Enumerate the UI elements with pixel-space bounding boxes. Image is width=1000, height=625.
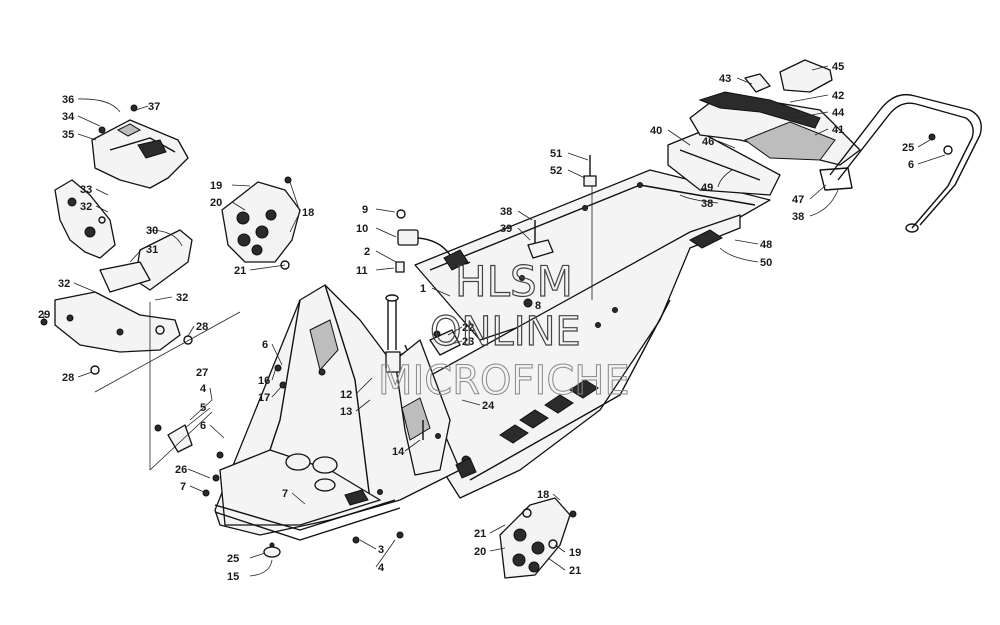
callout-38: 38 (792, 211, 804, 223)
callout-6: 6 (908, 159, 914, 171)
grab-handle-bar (819, 93, 982, 233)
callout-48: 48 (760, 239, 772, 251)
callout-18: 18 (537, 489, 549, 501)
console-cover (91, 104, 189, 189)
callout-16: 16 (258, 375, 270, 387)
callout-49: 49 (701, 182, 713, 194)
callout-1: 1 (420, 283, 426, 295)
callout-7: 7 (180, 481, 186, 493)
watermark: HLSM ONLINE MICROFICHE (378, 256, 631, 404)
callout-31: 31 (146, 244, 158, 256)
callout-18: 18 (302, 207, 314, 219)
callout-22: 22 (462, 322, 474, 334)
callout-35: 35 (62, 129, 74, 141)
callout-5: 5 (200, 402, 206, 414)
callout-10: 10 (356, 223, 368, 235)
side-plate-lower (499, 497, 577, 579)
callout-32: 32 (176, 292, 188, 304)
callout-19: 19 (569, 547, 581, 559)
callout-32: 32 (80, 201, 92, 213)
callout-2: 2 (364, 246, 370, 258)
watermark-line-3: MICROFICHE (378, 358, 630, 404)
callout-20: 20 (210, 197, 222, 209)
callout-9: 9 (362, 204, 368, 216)
callout-28: 28 (62, 372, 74, 384)
callout-7: 7 (282, 488, 288, 500)
callout-47: 47 (792, 194, 804, 206)
callout-34: 34 (62, 111, 75, 123)
callout-25: 25 (902, 142, 914, 154)
callout-12: 12 (340, 389, 352, 401)
callout-37: 37 (148, 101, 160, 113)
callout-41: 41 (832, 124, 844, 136)
callout-29: 29 (38, 309, 50, 321)
callout-50: 50 (760, 257, 772, 269)
callout-17: 17 (258, 392, 270, 404)
callout-38: 38 (500, 206, 512, 218)
callout-21: 21 (234, 265, 246, 277)
mounting-plate (40, 291, 193, 375)
steering-bracket (54, 179, 193, 293)
watermark-line-2: ONLINE (430, 309, 581, 355)
callout-4: 4 (200, 383, 207, 395)
callout-labels: 36 37 34 35 33 32 30 31 32 32 29 28 28 2… (38, 61, 914, 583)
side-plate-upper (221, 176, 301, 270)
front-hardware (154, 364, 424, 558)
callout-11: 11 (356, 265, 368, 277)
watermark-line-1: HLSM (455, 257, 573, 306)
bracket-mount (429, 298, 533, 356)
callout-43: 43 (719, 73, 731, 85)
callout-28: 28 (196, 321, 208, 333)
callout-4: 4 (378, 562, 385, 574)
callout-13: 13 (340, 406, 352, 418)
callout-21: 21 (569, 565, 581, 577)
callout-6: 6 (200, 420, 206, 432)
rear-mount-bolt (527, 220, 554, 259)
callout-25: 25 (227, 553, 239, 565)
leader-lines (43, 65, 946, 577)
callout-23: 23 (462, 336, 474, 348)
callout-51: 51 (550, 148, 562, 160)
callout-40: 40 (650, 125, 662, 137)
callout-44: 44 (832, 107, 845, 119)
callout-21: 21 (474, 528, 486, 540)
callout-3: 3 (378, 544, 384, 556)
callout-6: 6 (262, 339, 268, 351)
callout-20: 20 (474, 546, 486, 558)
callout-52: 52 (550, 165, 562, 177)
callout-36: 36 (62, 94, 74, 106)
callout-15: 15 (227, 571, 239, 583)
callout-26: 26 (175, 464, 187, 476)
callout-14: 14 (392, 446, 405, 458)
callout-24: 24 (482, 400, 495, 412)
rear-plug (583, 155, 597, 187)
callout-27: 27 (196, 367, 208, 379)
callout-8: 8 (535, 300, 541, 312)
callout-39: 39 (500, 223, 512, 235)
callout-30: 30 (146, 225, 158, 237)
callout-45: 45 (832, 61, 844, 73)
wire-harness (395, 209, 471, 273)
callout-32: 32 (58, 278, 70, 290)
callout-46: 46 (702, 136, 714, 148)
callout-38: 38 (701, 198, 713, 210)
callout-19: 19 (210, 180, 222, 192)
callout-33: 33 (80, 184, 92, 196)
callout-42: 42 (832, 90, 844, 102)
chassis-frame (214, 169, 771, 541)
